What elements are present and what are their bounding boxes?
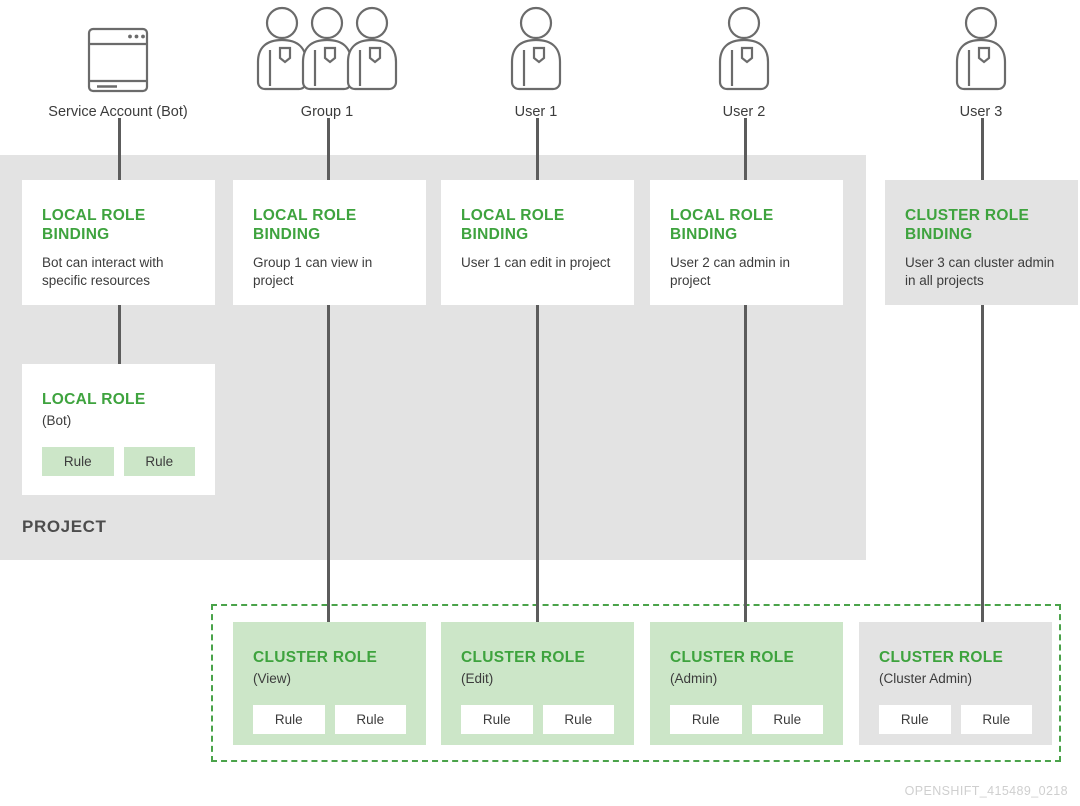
rule-chip: Rule <box>461 704 533 734</box>
project-label: PROJECT <box>22 517 107 536</box>
rule-chip: Rule <box>670 704 742 734</box>
actor-user-3: User 3 <box>881 4 1080 120</box>
rule-list: Rule Rule <box>253 704 406 734</box>
connector-service-account <box>118 118 121 186</box>
card-subtitle: (View) <box>253 671 292 687</box>
card-subtitle: (Cluster Admin) <box>879 671 973 687</box>
card-subtitle: (Bot) <box>42 413 72 429</box>
connector-local-role-binding-to-local-role <box>118 305 121 365</box>
card-description: Group 1 can view in project <box>253 254 373 288</box>
local-role-binding-group-1: LOCAL ROLE BINDING Group 1 can view in p… <box>233 180 426 305</box>
rule-chip: Rule <box>879 704 951 734</box>
rule-list: Rule Rule <box>879 704 1032 734</box>
local-role-binding-user-2: LOCAL ROLE BINDING User 2 can admin in p… <box>650 180 843 305</box>
rule-list: Rule Rule <box>670 704 823 734</box>
card-title: LOCAL ROLE <box>42 391 146 408</box>
cluster-role-admin: CLUSTER ROLE (Admin) Rule Rule <box>650 622 843 745</box>
cluster-role-edit: CLUSTER ROLE (Edit) Rule Rule <box>441 622 634 745</box>
rule-list: Rule Rule <box>461 704 614 734</box>
card-title: LOCAL ROLE BINDING <box>42 207 146 244</box>
rule-chip: Rule <box>542 704 614 734</box>
person-icon <box>436 4 636 96</box>
card-title: LOCAL ROLE BINDING <box>670 207 774 244</box>
rule-chip: Rule <box>960 704 1032 734</box>
actor-label: User 1 <box>514 104 558 120</box>
card-description: Bot can interact with specific resources <box>42 254 164 288</box>
cluster-scope-region <box>211 604 1061 762</box>
group-of-people-icon <box>227 4 427 96</box>
connector-user2-to-cluster-role-admin <box>744 305 747 625</box>
connector-group1 <box>327 118 330 186</box>
actor-label: Group 1 <box>300 104 354 120</box>
connector-user3 <box>981 118 984 186</box>
card-subtitle: (Admin) <box>670 671 718 687</box>
actor-label: Service Account (Bot) <box>48 104 188 120</box>
actor-label: User 2 <box>722 104 766 120</box>
card-description: User 1 can edit in project <box>461 254 611 270</box>
rule-chip: Rule <box>123 446 195 476</box>
card-description: User 3 can cluster admin in all projects <box>905 254 1055 288</box>
connector-user1-to-cluster-role-edit <box>536 305 539 625</box>
actor-service-account: Service Account (Bot) <box>18 4 218 120</box>
watermark-label: OPENSHIFT_415489_0218 <box>904 784 1068 798</box>
card-title: CLUSTER ROLE <box>461 649 586 666</box>
connector-group1-to-cluster-role-view <box>327 305 330 625</box>
card-description: User 2 can admin in project <box>670 254 791 288</box>
actor-user-1: User 1 <box>436 4 636 120</box>
local-role-binding-service-account: LOCAL ROLE BINDING Bot can interact with… <box>22 180 215 305</box>
connector-user3-to-cluster-role-cluster-admin <box>981 305 984 625</box>
cluster-role-binding-user-3: CLUSTER ROLE BINDING User 3 can cluster … <box>885 180 1078 305</box>
browser-window-icon <box>18 4 218 96</box>
actor-user-2: User 2 <box>644 4 844 120</box>
rule-list: Rule Rule <box>42 446 195 476</box>
actor-label: User 3 <box>959 104 1003 120</box>
card-title: LOCAL ROLE BINDING <box>461 207 565 244</box>
cluster-role-cluster-admin: CLUSTER ROLE (Cluster Admin) Rule Rule <box>859 622 1052 745</box>
card-title: LOCAL ROLE BINDING <box>253 207 357 244</box>
rule-chip: Rule <box>751 704 823 734</box>
connector-user2 <box>744 118 747 186</box>
local-role-bot: LOCAL ROLE (Bot) Rule Rule <box>22 364 215 495</box>
person-icon <box>881 4 1080 96</box>
card-title: CLUSTER ROLE <box>879 649 1004 666</box>
card-title: CLUSTER ROLE <box>670 649 795 666</box>
card-title: CLUSTER ROLE <box>253 649 378 666</box>
connector-user1 <box>536 118 539 186</box>
local-role-binding-user-1: LOCAL ROLE BINDING User 1 can edit in pr… <box>441 180 634 305</box>
card-title: CLUSTER ROLE BINDING <box>905 207 1030 244</box>
cluster-role-view: CLUSTER ROLE (View) Rule Rule <box>233 622 426 745</box>
rule-chip: Rule <box>334 704 406 734</box>
actor-group-1: Group 1 <box>227 4 427 120</box>
card-subtitle: (Edit) <box>461 671 494 687</box>
person-icon <box>644 4 844 96</box>
rule-chip: Rule <box>42 446 114 476</box>
rule-chip: Rule <box>253 704 325 734</box>
